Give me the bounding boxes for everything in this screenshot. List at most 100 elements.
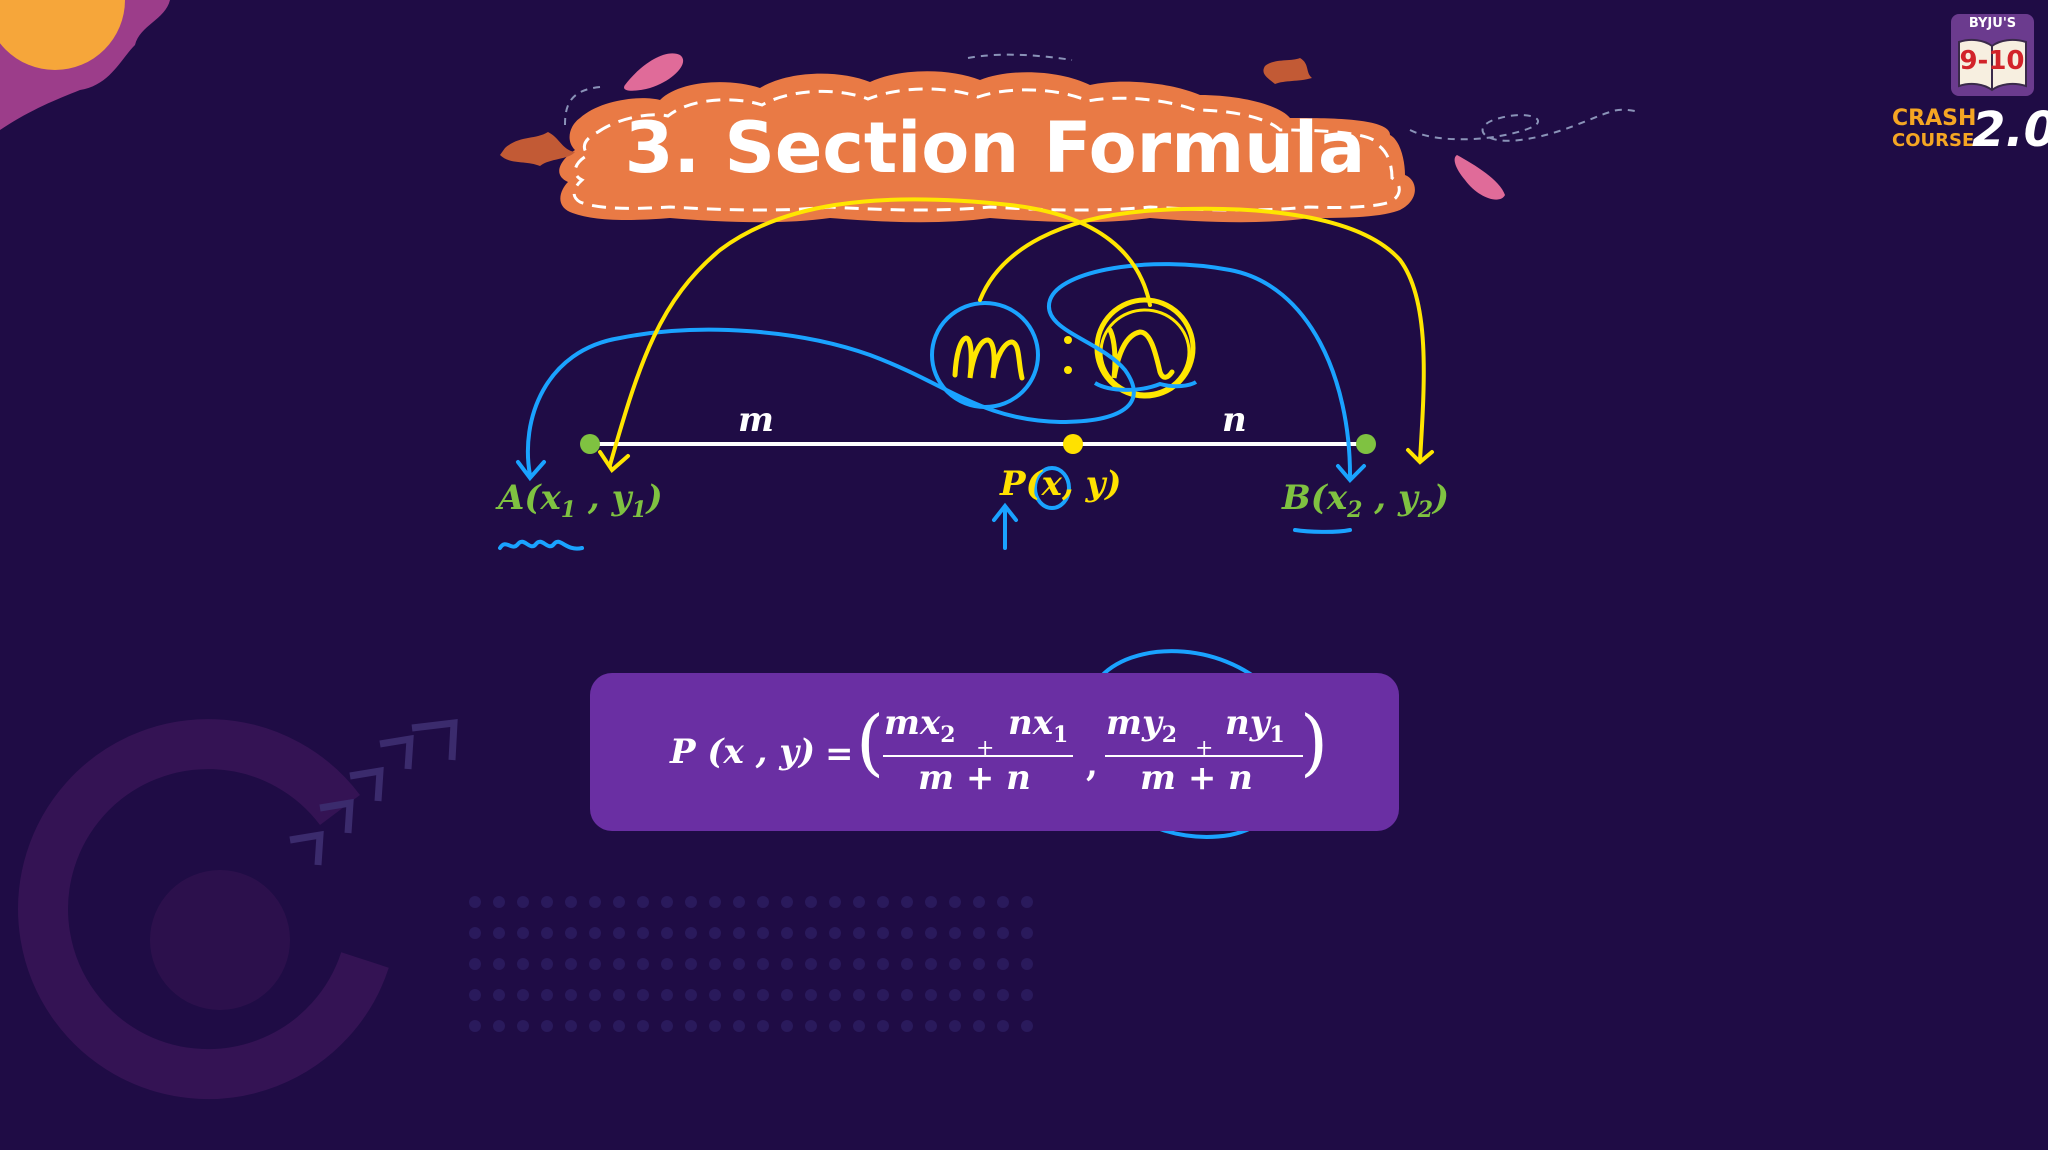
point-b-dot (1356, 434, 1376, 454)
blue-arrows (498, 262, 1366, 551)
segment-label-m: m (738, 400, 774, 440)
decor-dot (493, 989, 505, 1001)
decor-dot (565, 896, 577, 908)
decor-dot (637, 896, 649, 908)
decor-dot (517, 989, 529, 1001)
decor-dot (757, 989, 769, 1001)
num2-b-sub: 1 (1269, 721, 1285, 748)
decor-dot (805, 989, 817, 1001)
decor-dot (517, 896, 529, 908)
decor-dot (901, 927, 913, 939)
decor-dot (949, 1020, 961, 1032)
decor-dot (1021, 927, 1033, 939)
num1-b-sub: 1 (1053, 721, 1069, 748)
decor-dot (1021, 1020, 1033, 1032)
yellow-arrows (598, 197, 1434, 474)
decor-dot (853, 927, 865, 939)
decor-dot (949, 927, 961, 939)
course-line2: COURSE (1892, 130, 1975, 151)
decor-dot (517, 1020, 529, 1032)
book-icon (1951, 14, 2034, 96)
decor-dot (757, 896, 769, 908)
decor-dot (1021, 896, 1033, 908)
decor-dot (589, 1020, 601, 1032)
decor-dot (829, 989, 841, 1001)
decor-dot (589, 896, 601, 908)
decor-dot (781, 1020, 793, 1032)
fraction1-denominator: m + n (918, 758, 1031, 798)
point-b-label: B(x2 , y2) (1282, 478, 1450, 523)
decor-dot (877, 989, 889, 1001)
decor-dot (565, 958, 577, 970)
decor-dot (853, 896, 865, 908)
num2-b-text: ny (1225, 703, 1270, 743)
decor-dot (733, 989, 745, 1001)
decor-dot (541, 989, 553, 1001)
decor-dot (877, 927, 889, 939)
decor-dot (565, 1020, 577, 1032)
decor-dot (829, 896, 841, 908)
course-line1: CRASH (1892, 106, 1977, 131)
decor-dot (709, 896, 721, 908)
point-a-name: A (498, 478, 525, 518)
decor-dot (685, 1020, 697, 1032)
decor-dot (997, 958, 1009, 970)
decor-dot (637, 927, 649, 939)
ratio-annotation (930, 297, 1198, 409)
decor-dot (637, 989, 649, 1001)
point-b-x: x (1326, 478, 1348, 518)
decor-dot (877, 1020, 889, 1032)
fraction1-plus: + (976, 736, 995, 761)
decor-dot (781, 896, 793, 908)
decor-dot (541, 896, 553, 908)
decor-dot (493, 1020, 505, 1032)
decor-dot (805, 896, 817, 908)
decor-dot (757, 1020, 769, 1032)
point-a-x: x (540, 478, 561, 518)
decor-dot (541, 927, 553, 939)
decor-dot (469, 1020, 481, 1032)
fraction2-numerator-a: my2 (1106, 703, 1177, 748)
formula-comma: , (1086, 745, 1098, 785)
num2-a-text: my (1106, 703, 1162, 743)
decor-dot (469, 958, 481, 970)
point-b-y-sub: 2 (1417, 496, 1434, 523)
formula-box (590, 673, 1399, 831)
decor-dot (973, 927, 985, 939)
decor-dot (949, 896, 961, 908)
decor-dot (565, 927, 577, 939)
decor-dot (901, 989, 913, 1001)
decor-dot (997, 989, 1009, 1001)
decor-dot (853, 958, 865, 970)
decor-dot (805, 1020, 817, 1032)
fraction2-denominator: m + n (1140, 758, 1253, 798)
decor-dot (517, 958, 529, 970)
decor-dot (997, 927, 1009, 939)
fraction1-numerator-a: mx2 (884, 703, 956, 748)
decor-dot (781, 958, 793, 970)
decor-dot (829, 958, 841, 970)
decor-dot (733, 927, 745, 939)
decor-dot (925, 927, 937, 939)
decor-dot (517, 927, 529, 939)
line-segment (580, 434, 1376, 454)
decor-dot (901, 958, 913, 970)
num1-a-text: mx (884, 703, 941, 743)
point-b-x-sub: 2 (1347, 496, 1363, 523)
decor-dot (613, 989, 625, 1001)
decor-dot (997, 1020, 1009, 1032)
decor-dot (469, 989, 481, 1001)
sun-decoration (0, 0, 170, 130)
point-a-y-sub: 1 (631, 496, 647, 523)
decor-dot (613, 927, 625, 939)
decor-dot (973, 1020, 985, 1032)
point-a-dot (580, 434, 600, 454)
decor-dot (805, 927, 817, 939)
num1-b-text: nx (1008, 703, 1053, 743)
formula-open-paren: ( (856, 700, 885, 784)
decor-dot (733, 1020, 745, 1032)
decor-dot (805, 958, 817, 970)
decor-dot (565, 989, 577, 1001)
decor-dot (925, 958, 937, 970)
